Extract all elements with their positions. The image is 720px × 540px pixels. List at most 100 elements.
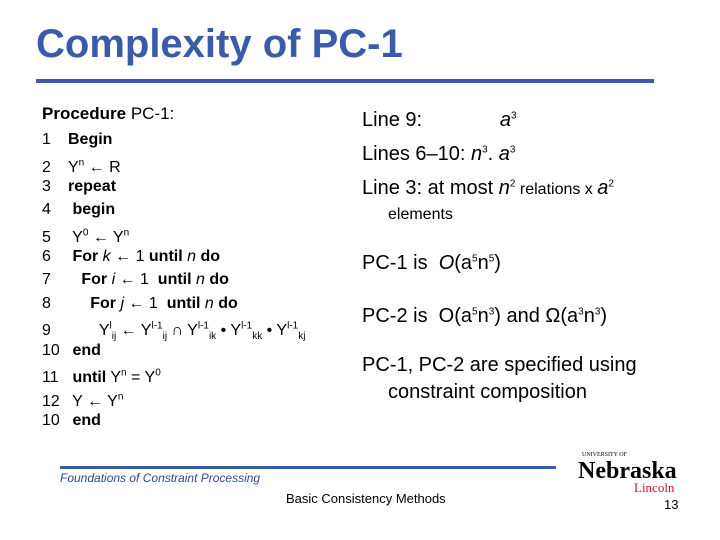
line-number: 12 [42, 392, 60, 410]
text-run: Y [106, 369, 122, 387]
footer-rule [60, 466, 556, 469]
text-run: until [68, 369, 107, 387]
line-number: 6 [42, 247, 51, 265]
line-number: 9 [42, 322, 51, 340]
code-line: 6 For k ← 1 until n do [42, 245, 305, 268]
text-run: n [477, 305, 489, 327]
text-run: 5 [488, 253, 495, 265]
text-run: kk [252, 331, 263, 343]
text-run: 3 [509, 144, 516, 156]
text-run: kj [298, 331, 306, 343]
code-line: 4 begin [42, 198, 305, 221]
page-number: 13 [664, 497, 679, 512]
logo-wordmark: Nebraska [578, 458, 677, 484]
line-number: 3 [42, 177, 51, 195]
text-run: For [68, 271, 112, 289]
text-run: n [477, 252, 489, 274]
text-run: 5 [472, 253, 478, 265]
text-run: • Y [216, 322, 242, 340]
text-run: 3 [482, 144, 488, 156]
text-run: ← 1 [115, 271, 154, 289]
line-code: Begin [68, 131, 112, 148]
text-run: Y [68, 158, 79, 176]
text-run: n [196, 271, 205, 289]
footer-course-title: Foundations of Constraint Processing [60, 471, 261, 485]
code-line: 7 For i ← 1 until n do [42, 268, 305, 291]
text-run: a [597, 177, 609, 199]
text-run: • Y [262, 322, 288, 340]
line-number: 5 [42, 228, 51, 246]
text-run: ) [494, 252, 501, 274]
note-lines610: Lines 6–10: n3. a3 [362, 143, 515, 166]
slide-title: Complexity of PC-1 [36, 22, 403, 66]
code-line: 10 end [42, 339, 305, 362]
procedure-label: Procedure PC-1: [42, 104, 174, 124]
text-run: 3 [578, 306, 584, 318]
text-run: ij [111, 331, 117, 343]
line-code: Ylij ← Yl-1ij ∩ Yl-1ik • Yl-1kk • Yl-1kj [68, 321, 306, 343]
text-run: l-1 [197, 321, 209, 333]
text-run: Line 9: [362, 109, 500, 131]
text-run: until [148, 247, 183, 265]
note-pc1: PC-1 is O(a5n5) [362, 252, 501, 275]
text-run: Begin [68, 131, 113, 148]
text-run: . [487, 143, 499, 165]
text-run: k [102, 247, 111, 265]
text-run: ) [600, 305, 608, 327]
text-run: PC-2 is O(a [362, 305, 473, 327]
line-code: end [68, 341, 101, 359]
note-elements: elements [388, 206, 453, 224]
note-line3: Line 3: at most n2 relations x a2 [362, 177, 614, 200]
text-run: 2 [608, 178, 614, 190]
text-run: For [68, 294, 121, 312]
text-run: n [583, 305, 595, 327]
line-code: For i ← 1 until n do [68, 271, 229, 288]
text-run: Y ← Y [68, 392, 118, 410]
line-code: end [68, 412, 100, 429]
text-run: ← Y [116, 322, 152, 340]
title-underline [36, 79, 654, 83]
logo-campus-text: Lincoln [634, 480, 675, 495]
text-run: a [498, 143, 510, 165]
text-run: ← 1 [124, 294, 163, 312]
text-run: end [68, 341, 101, 359]
text-run: n [204, 294, 214, 312]
text-run: O [438, 252, 455, 274]
text-run: n [121, 367, 127, 379]
text-run: repeat [68, 177, 117, 195]
note-line9: Line 9: a3 [362, 109, 517, 132]
text-run: 3 [488, 306, 495, 318]
text-run: l-1 [287, 321, 299, 333]
text-run: elements [388, 206, 453, 223]
text-run: Y [68, 228, 83, 246]
text-run: ) and Ω(a [494, 305, 579, 327]
line-code: Y ← Yn [68, 391, 123, 410]
note-pc2: PC-2 is O(a5n3) and Ω(a3n3) [362, 305, 607, 328]
code-line: 10 end [42, 409, 305, 432]
line-number: 10 [42, 341, 60, 359]
text-run: n [187, 247, 197, 265]
line-code: Yn ← R [68, 157, 121, 176]
text-run: do [196, 247, 221, 265]
text-run: 2 [509, 178, 516, 190]
line-number: 4 [42, 201, 51, 219]
text-run: a [499, 109, 511, 131]
code-line: 3 repeat [42, 175, 305, 198]
code-line: 9 Ylij ← Yl-1ij ∩ Yl-1ik • Yl-1kk • Yl-1… [42, 315, 306, 343]
text-run: n [78, 157, 85, 169]
text-run: 3 [594, 306, 601, 318]
text-run: 5 [472, 306, 478, 318]
text-run: j [120, 294, 125, 312]
code-line: 8 For j ← 1 until n do [42, 292, 305, 315]
line-number: 11 [42, 369, 59, 387]
text-run: do [213, 294, 238, 312]
line-number: 7 [42, 271, 51, 289]
line-number: 10 [42, 411, 60, 429]
text-run: For [68, 247, 103, 265]
text-run: PC-1 is [362, 252, 439, 274]
note-spec1: PC-1, PC-2 are specified using [362, 354, 637, 377]
text-run: ← Y [88, 228, 124, 246]
text-run: ← R [84, 158, 121, 176]
line-number: 8 [42, 294, 51, 312]
